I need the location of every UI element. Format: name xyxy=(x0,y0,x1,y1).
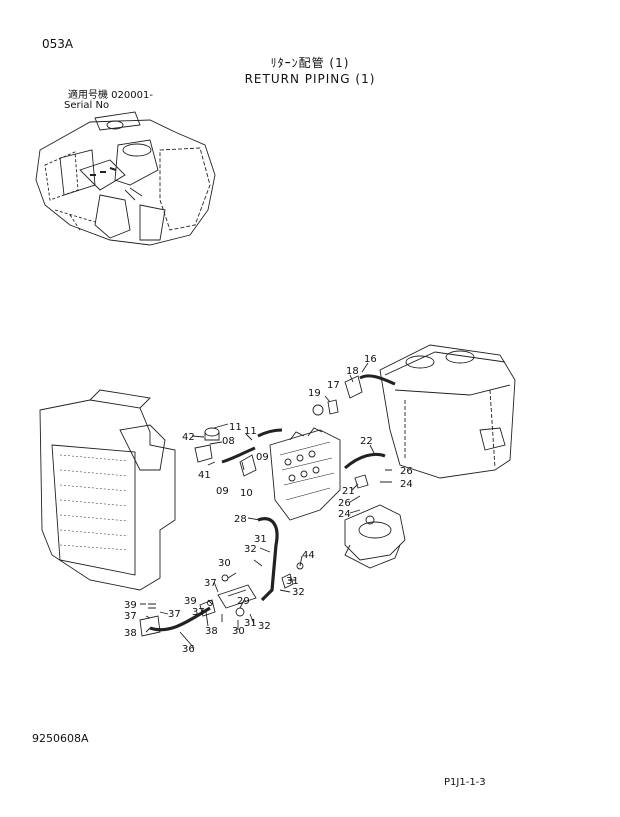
callout-10: 10 xyxy=(240,488,253,499)
serial-label-japanese: 適用号機 020001- xyxy=(68,90,153,101)
callout-22: 22 xyxy=(360,436,373,447)
section-code: 053A xyxy=(42,37,74,51)
callout-38b: 38 xyxy=(205,626,218,637)
callout-31c: 31 xyxy=(244,618,257,629)
callout-21: 21 xyxy=(342,486,355,497)
callout-41: 41 xyxy=(198,470,211,481)
callout-28: 28 xyxy=(234,514,247,525)
callout-24b: 24 xyxy=(338,509,351,520)
callout-24a: 24 xyxy=(400,479,413,490)
callout-32b: 32 xyxy=(292,587,305,598)
callout-44: 44 xyxy=(302,550,315,561)
title-english: RETURN PIPING (1) xyxy=(244,72,376,86)
callout-32a: 32 xyxy=(244,544,257,555)
callout-16: 16 xyxy=(364,354,377,365)
page-reference: P1J1-1-3 xyxy=(444,777,486,788)
callout-32c: 32 xyxy=(258,621,271,632)
callout-09a: 09 xyxy=(256,452,269,463)
callout-42: 42 xyxy=(182,432,195,443)
callout-30b: 30 xyxy=(232,626,245,637)
callout-17: 17 xyxy=(327,380,340,391)
callout-11a: 11 xyxy=(229,422,242,433)
callout-11b: 11 xyxy=(244,426,257,437)
callout-36: 36 xyxy=(182,644,195,655)
callout-labels: 11 42 08 11 09 41 09 10 19 17 18 16 22 2… xyxy=(124,354,413,655)
callout-31b: 31 xyxy=(286,576,299,587)
title-japanese: ﾘﾀｰﾝ配管 (1) xyxy=(270,56,350,70)
callout-18: 18 xyxy=(346,366,359,377)
callout-30a: 30 xyxy=(218,558,231,569)
serial-label-english: Serial No xyxy=(64,100,110,111)
callout-37a: 37 xyxy=(204,578,217,589)
callout-38a: 38 xyxy=(124,628,137,639)
callout-39a: 39 xyxy=(184,596,197,607)
callout-29: 29 xyxy=(237,596,250,607)
callout-26b: 26 xyxy=(338,498,351,509)
callout-08: 08 xyxy=(222,436,235,447)
callout-39b: 39 xyxy=(124,600,137,611)
callout-19: 19 xyxy=(308,388,321,399)
callout-26a: 26 xyxy=(400,466,413,477)
callout-09b: 09 xyxy=(216,486,229,497)
callout-37b: 37 xyxy=(192,607,205,618)
figure-id: 9250608A xyxy=(32,732,89,745)
callout-37c: 37 xyxy=(168,609,181,620)
callout-31a: 31 xyxy=(254,534,267,545)
callout-37d: 37 xyxy=(124,611,137,622)
